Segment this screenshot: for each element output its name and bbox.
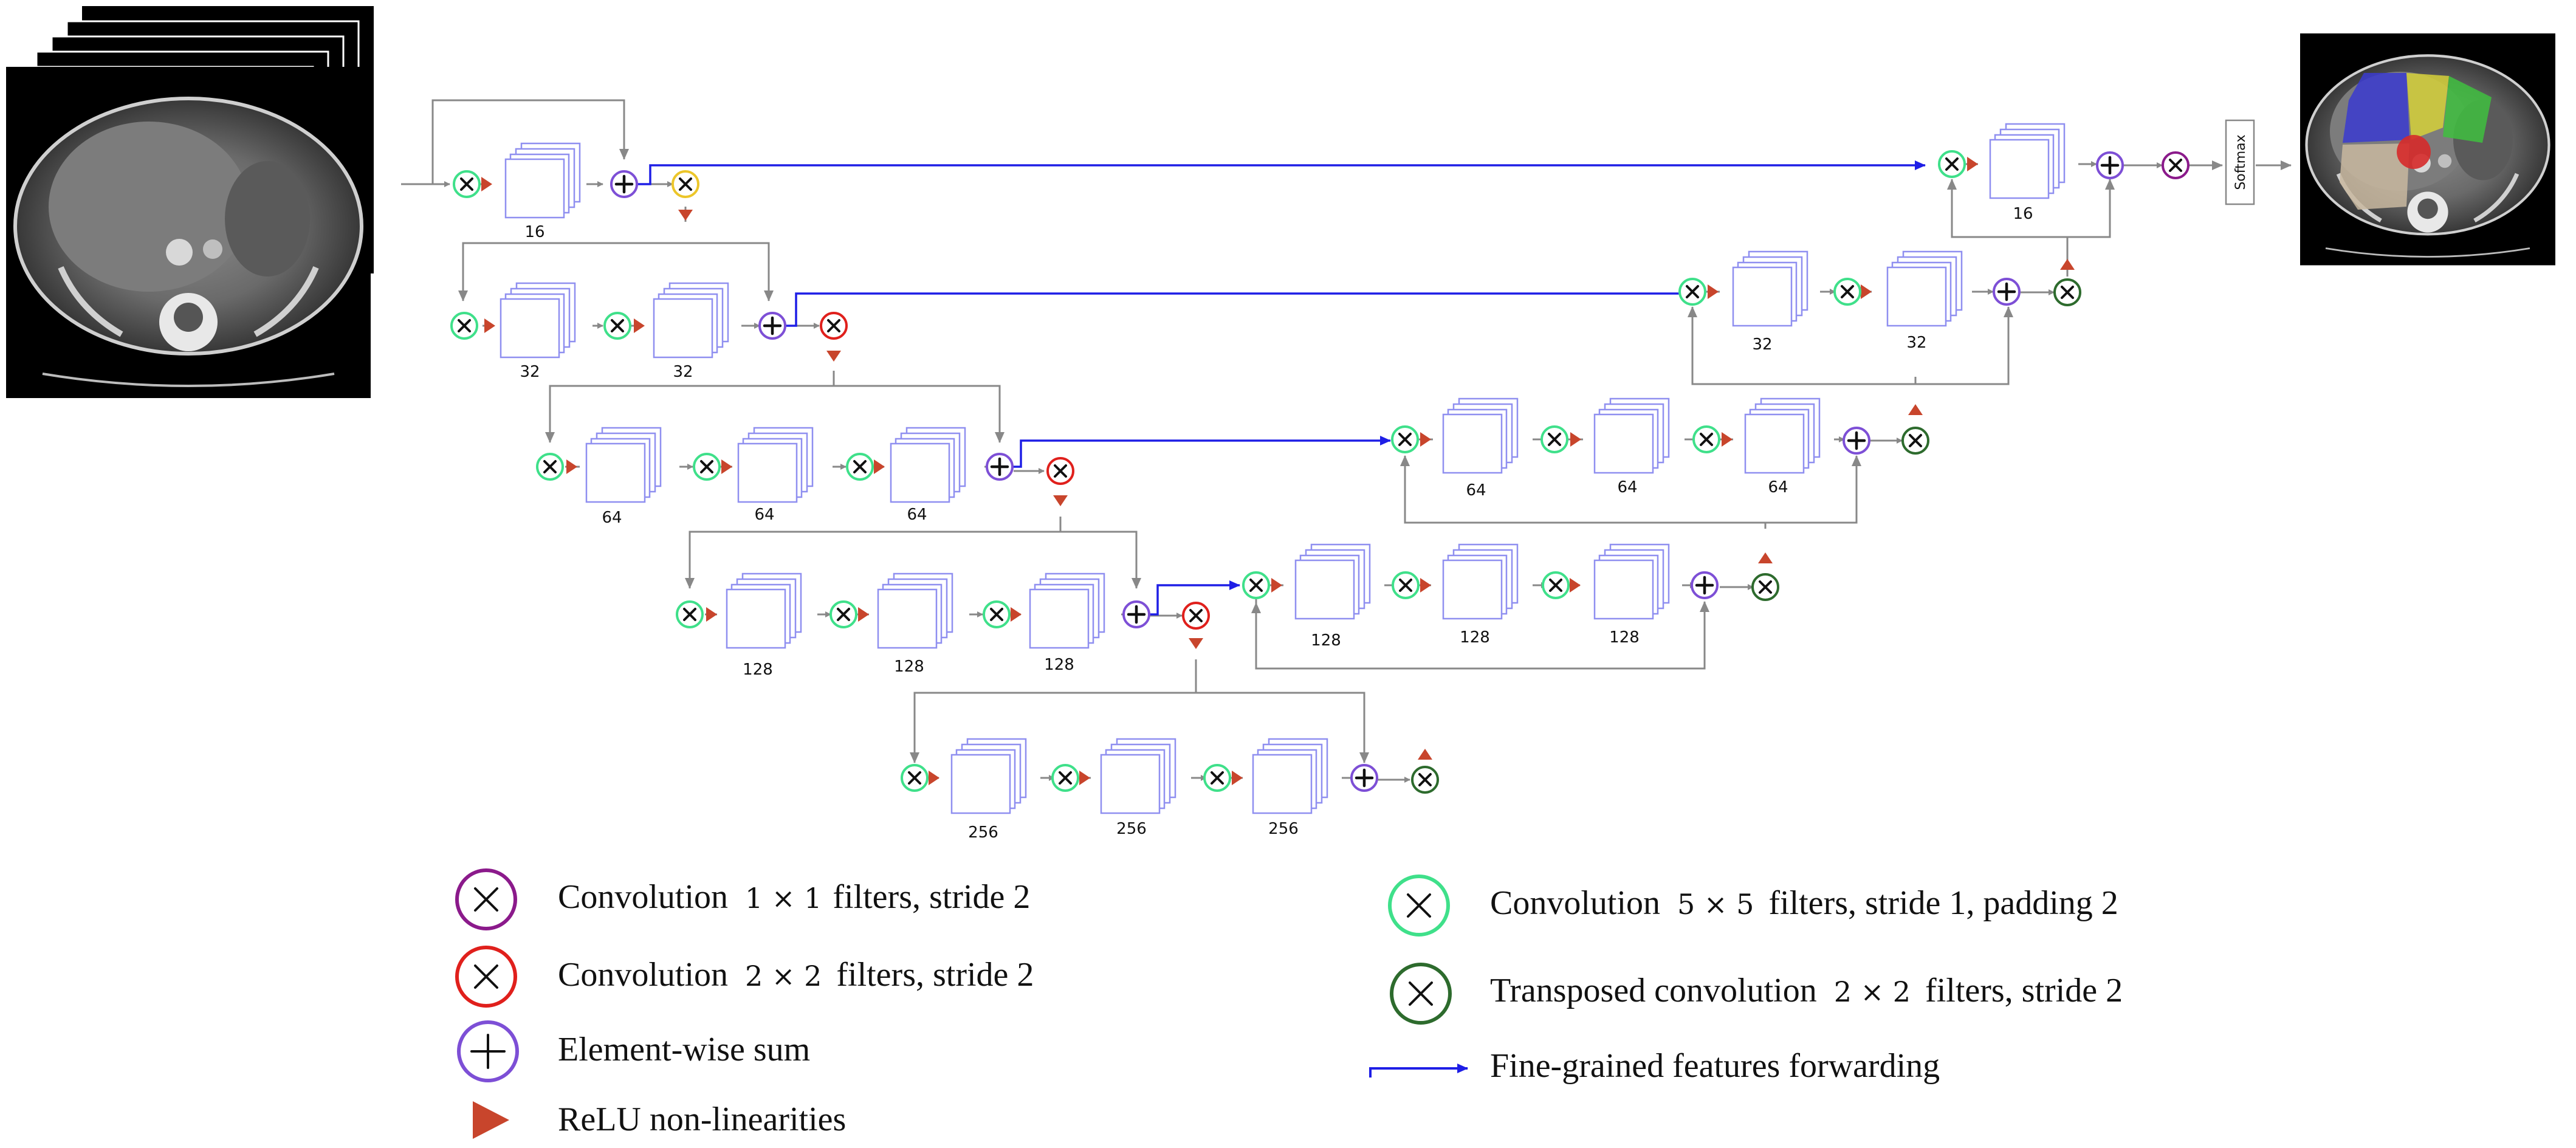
- channels-enc2-b: 32: [673, 363, 693, 381]
- softmax-label: Softmax: [2233, 134, 2248, 190]
- svg-text:Convolution 5 × 5: Convolution 5 × 5 filters, stride 1, pad…: [1490, 884, 2118, 922]
- channels-dec3-b: 64: [1617, 478, 1637, 497]
- channels-dec2-b: 32: [1906, 334, 1926, 352]
- legend-conv2x2-dims: 2 × 2: [745, 960, 822, 992]
- operation-nodes: [450, 150, 2190, 794]
- legend-relu-label: ReLU non-linearities: [558, 1101, 846, 1138]
- legend-conv5x5-dims: 5 × 5: [1677, 888, 1754, 921]
- channels-enc2-a: 32: [520, 363, 540, 381]
- input-image-stack: [6, 6, 374, 398]
- legend-conv2x2: Convolution 2 × 2 filters, stride 2: [455, 946, 1034, 1008]
- legend-conv1x1-dims: 1 × 1: [745, 882, 822, 915]
- legend-conv5x5-suffix: filters, stride 1, padding 2: [1768, 884, 2118, 922]
- channels-enc4-c: 128: [1044, 656, 1074, 674]
- channels-dec2-a: 32: [1752, 335, 1772, 354]
- output-segmented-image: [2300, 33, 2555, 266]
- svg-text:Transposed convolution: Transposed convolution 2 × 2 filters, st…: [1490, 972, 2123, 1009]
- channels-dec1: 16: [2013, 205, 2033, 223]
- softmax-block: Softmax: [2225, 119, 2255, 205]
- channels-enc1: 16: [524, 223, 544, 241]
- forwarding-connectors: [624, 160, 1926, 616]
- legend-tconv-dims: 2 × 2: [1834, 975, 1911, 1008]
- legend-relu-icon: [473, 1101, 509, 1139]
- legend-relu: ReLU non-linearities: [473, 1101, 846, 1139]
- channels-bottom-a: 256: [968, 823, 998, 842]
- legend-forward: Fine-grained features forwarding: [1369, 1047, 1940, 1085]
- legend-conv1x1-prefix: Convolution: [558, 878, 728, 916]
- legend-conv1x1: Convolution 1 × 1 filters, stride 2: [455, 868, 1030, 930]
- channels-dec4-c: 128: [1609, 628, 1640, 647]
- legend-forward-label: Fine-grained features forwarding: [1490, 1047, 1940, 1085]
- channels-enc4-a: 128: [743, 661, 773, 679]
- legend-sum-label: Element-wise sum: [558, 1031, 810, 1068]
- legend-tconv-prefix: Transposed convolution: [1490, 972, 1817, 1009]
- legend-conv1x1-suffix: filters, stride 2: [833, 878, 1030, 916]
- channels-dec4-b: 128: [1460, 628, 1490, 647]
- relu-markers: [481, 157, 2075, 785]
- legend-conv5x5-prefix: Convolution: [1490, 884, 1660, 922]
- legend-tconv-suffix: filters, stride 2: [1925, 972, 2123, 1009]
- legend: Convolution 1 × 1 filters, stride 2 Conv…: [455, 868, 2123, 1139]
- svg-text:Convolution 1 × 1: Convolution 1 × 1 filters, stride 2: [558, 878, 1030, 916]
- legend-conv2x2-prefix: Convolution: [558, 956, 728, 994]
- channel-labels: 16 32 32 64 64 64 128 128 128 256 256 25…: [520, 205, 2033, 842]
- channels-bottom-c: 256: [1268, 820, 1299, 838]
- channels-dec3-c: 64: [1768, 478, 1788, 497]
- feature-maps: [500, 123, 2066, 814]
- channels-bottom-b: 256: [1116, 820, 1147, 838]
- legend-conv5x5: Convolution 5 × 5 filters, stride 1, pad…: [1388, 875, 2118, 937]
- input-ct-image: [6, 67, 371, 398]
- channels-dec3-a: 64: [1466, 481, 1486, 500]
- legend-forward-icon: [1369, 1064, 1468, 1078]
- legend-tconv: Transposed convolution 2 × 2 filters, st…: [1390, 963, 2123, 1025]
- channels-dec4-a: 128: [1311, 631, 1341, 650]
- svg-text:Convolution 2 × 2: Convolution 2 × 2 filters, stride 2: [558, 956, 1034, 994]
- channels-enc4-b: 128: [894, 658, 924, 676]
- legend-sum: Element-wise sum: [457, 1020, 810, 1082]
- channels-enc3-b: 64: [754, 506, 774, 524]
- channels-enc3-a: 64: [602, 509, 622, 527]
- legend-conv2x2-suffix: filters, stride 2: [836, 956, 1034, 994]
- channels-enc3-c: 64: [907, 506, 927, 524]
